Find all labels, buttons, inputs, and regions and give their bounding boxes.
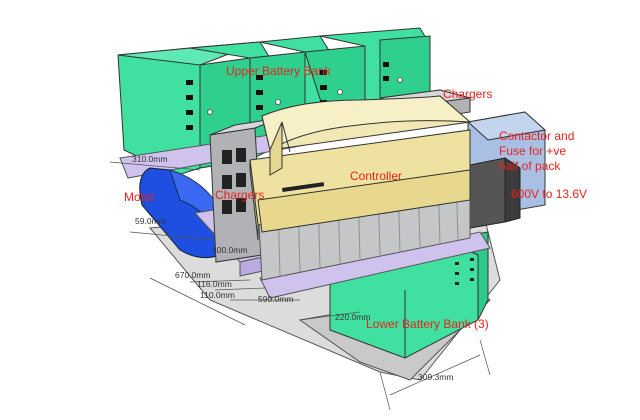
dimension-lines	[109, 161, 491, 411]
converter-box	[469, 157, 521, 229]
dimension-labels: 310.0mm 59.0mm 670.0mm 116.0mm 110.0mm 5…	[132, 154, 453, 382]
dim-116: 116.0mm	[197, 279, 232, 289]
dim-220: 220.0mm	[335, 312, 370, 322]
label-contactor-line3: half of pack	[499, 159, 561, 173]
label-upper-battery-bank: Upper Battery Bank	[226, 64, 332, 78]
label-contactor-line1: Contactor and	[499, 129, 574, 143]
dim-110: 110.0mm	[200, 290, 235, 300]
dim-590: 590.0mm	[258, 294, 293, 304]
label-motor: Motor	[124, 190, 155, 204]
label-contactor-line2: Fuse for +ve	[499, 144, 566, 158]
label-converter: 600V to 13.6V	[511, 187, 587, 201]
controller	[249, 95, 472, 241]
dim-310: 310.0mm	[132, 154, 167, 164]
label-chargers-top: Chargers	[443, 87, 492, 101]
dim-59: 59.0mm	[135, 216, 166, 226]
label-chargers-left: Chargers	[215, 188, 264, 202]
label-lower-battery-bank: Lower Battery Bank (3)	[366, 317, 489, 331]
charger-left	[209, 117, 281, 263]
dim-309: 309.3mm	[418, 372, 453, 382]
dim-400: 400.0mm	[212, 245, 247, 255]
dim-670: 670.0mm	[175, 270, 210, 280]
component-labels: Upper Battery Bank Chargers Contactor an…	[124, 64, 587, 331]
label-controller: Controller	[350, 169, 402, 183]
